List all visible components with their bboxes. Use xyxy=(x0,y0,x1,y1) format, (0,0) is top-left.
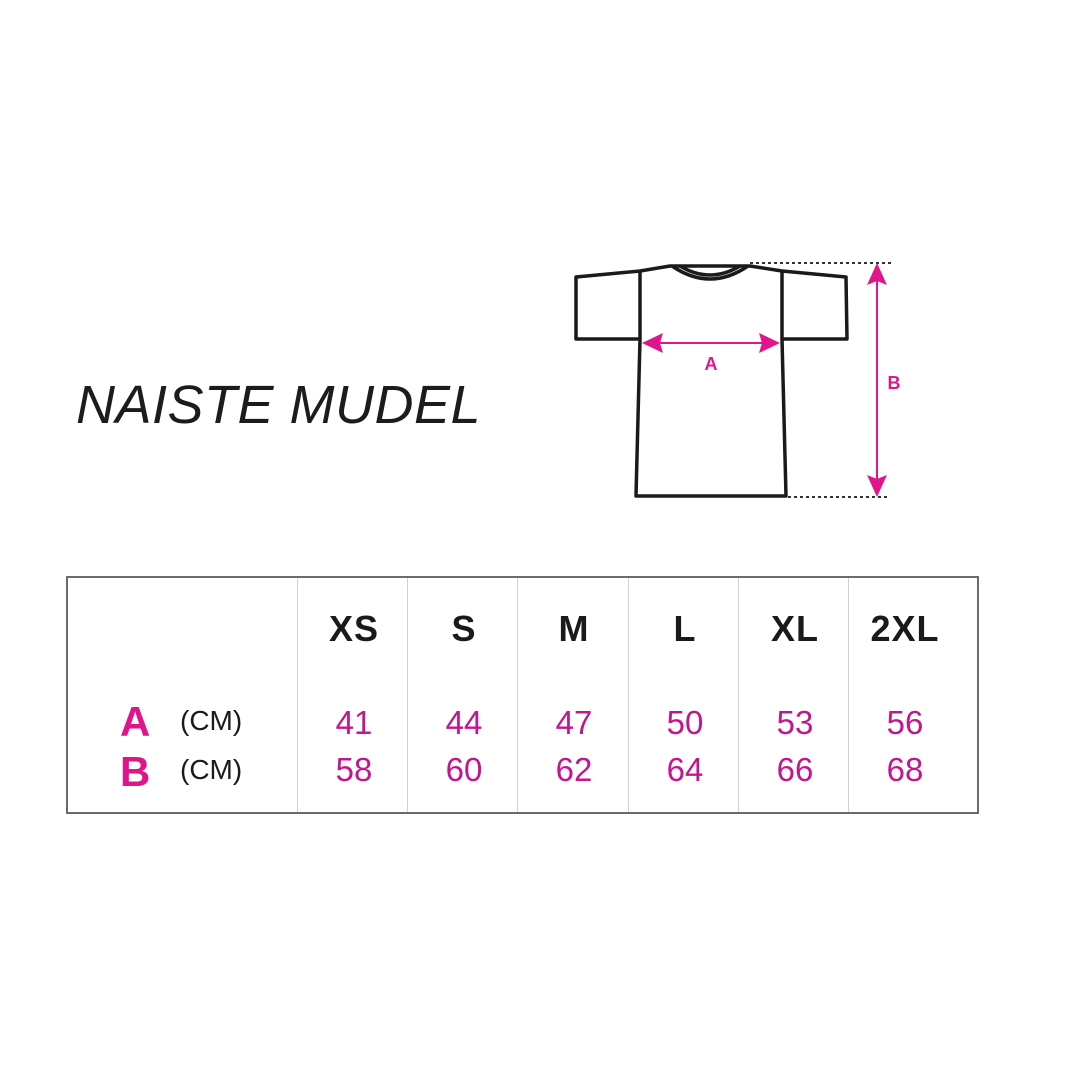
column-divider xyxy=(297,578,298,812)
cell-b-m: 62 xyxy=(555,751,593,788)
cell-a-xl: 53 xyxy=(776,704,814,741)
cell-a-xs: 41 xyxy=(335,704,373,741)
page-title: NAISTE MUDEL xyxy=(76,375,482,435)
cell-a-2xl: 56 xyxy=(886,704,924,741)
cell-b-2xl: 68 xyxy=(886,751,924,788)
cell-b-xl: 66 xyxy=(776,751,814,788)
size-header-2xl: 2XL xyxy=(870,608,940,649)
cell-b-l: 64 xyxy=(666,751,704,788)
diagram-label-b: B xyxy=(888,373,901,393)
column-divider xyxy=(407,578,408,812)
row-label-a: A xyxy=(120,698,151,745)
size-header-s: S xyxy=(451,608,477,649)
diagram-label-a: A xyxy=(705,354,718,374)
row-unit-a: (CM) xyxy=(180,705,243,736)
size-header-xs: XS xyxy=(328,608,380,649)
cell-a-m: 47 xyxy=(555,704,593,741)
column-divider xyxy=(628,578,629,812)
cell-b-xs: 58 xyxy=(335,751,373,788)
size-header-m: M xyxy=(558,608,590,649)
size-header-l: L xyxy=(673,608,697,649)
tshirt-diagram: A B xyxy=(574,262,901,498)
cell-a-l: 50 xyxy=(666,704,704,741)
size-table: XS S M L XL 2XL A (CM) B (CM) 41 44 47 5… xyxy=(66,576,979,814)
cell-b-s: 60 xyxy=(445,751,483,788)
row-label-b: B xyxy=(120,748,151,795)
size-header-xl: XL xyxy=(770,608,819,649)
column-divider xyxy=(848,578,849,812)
column-divider xyxy=(517,578,518,812)
column-divider xyxy=(738,578,739,812)
row-unit-b: (CM) xyxy=(180,754,243,785)
cell-a-s: 44 xyxy=(445,704,483,741)
